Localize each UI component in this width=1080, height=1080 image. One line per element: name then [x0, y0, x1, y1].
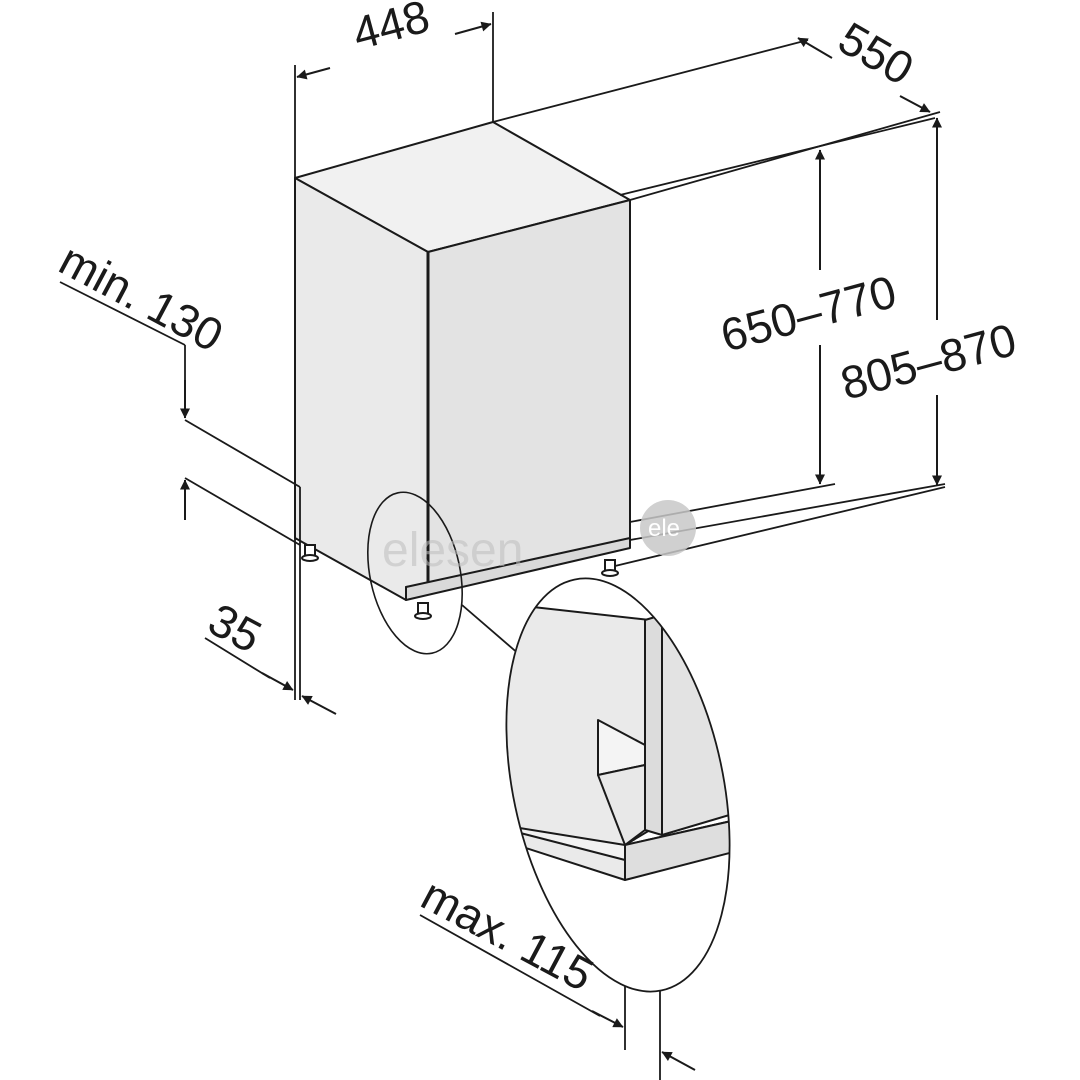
- label-depth: 550: [830, 12, 922, 95]
- label-min-toe: min. 130: [51, 233, 231, 362]
- detail-plinth-front: [597, 764, 646, 846]
- detail-door-panel: [661, 579, 765, 836]
- arrow-depth-bottom: [899, 95, 931, 113]
- label-width: 448: [347, 0, 435, 60]
- adjustable-feet: [301, 544, 619, 620]
- arrow-width-left: [296, 67, 331, 80]
- dimension-arrows: [180, 21, 942, 1071]
- arrow-width-right: [454, 21, 492, 35]
- label-plinth-depth: 35: [200, 593, 270, 663]
- label-niche-height: 650–770: [715, 265, 901, 362]
- foot-front-base: [414, 612, 432, 620]
- foot-right-base: [601, 569, 619, 577]
- arrow-panel-left: [591, 1010, 624, 1028]
- arrow-panel-right: [661, 1051, 696, 1071]
- arrow-depth-top: [797, 37, 833, 59]
- arrow-plinth-right: [301, 695, 337, 715]
- watermark-badge-text: ele: [648, 515, 680, 542]
- detail-circle-outline: [505, 577, 731, 993]
- arrow-plinth-left: [261, 672, 294, 691]
- watermark-badge-icon: [640, 500, 696, 556]
- detail-marker-circle: [366, 491, 464, 655]
- foot-left-base: [301, 554, 319, 562]
- watermark: elesen ele: [382, 500, 696, 577]
- label-total-height: 805–870: [835, 313, 1021, 410]
- detail-door-edge: [644, 614, 663, 836]
- watermark-text: elesen: [382, 524, 523, 577]
